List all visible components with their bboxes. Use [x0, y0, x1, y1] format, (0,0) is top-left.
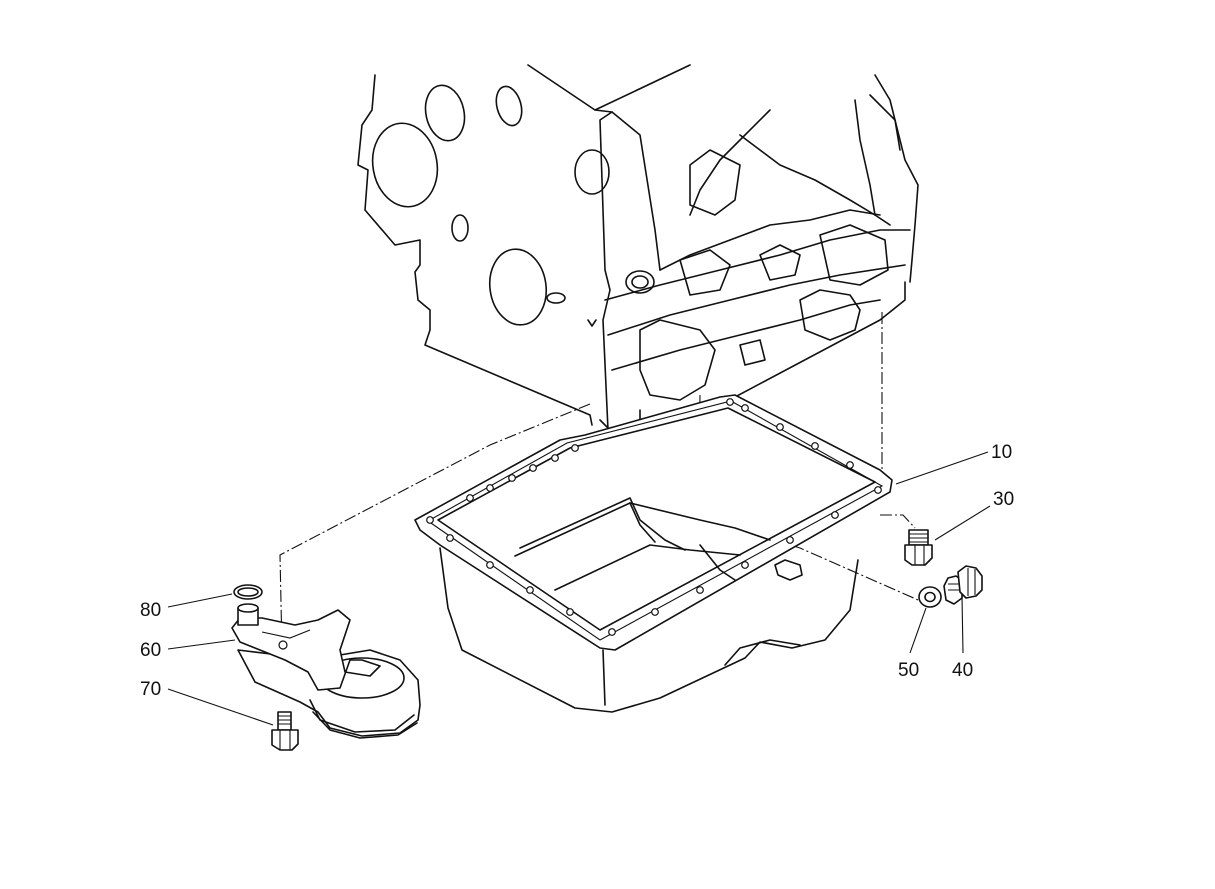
flange-holes — [426, 398, 882, 636]
leader-lines — [167, 451, 991, 726]
bolt-70 — [271, 711, 299, 751]
callout-10: 10 — [991, 442, 1012, 463]
oil-pan — [414, 394, 893, 713]
oil-strainer-60 — [231, 603, 421, 739]
washer-50 — [918, 586, 942, 608]
callout-70: 70 — [140, 679, 161, 700]
engine-block — [357, 64, 919, 456]
drain-plug-40 — [943, 565, 983, 605]
callout-80: 80 — [140, 600, 161, 621]
callout-30: 30 — [993, 489, 1014, 510]
o-ring-80 — [233, 584, 263, 600]
callout-60: 60 — [140, 640, 161, 661]
bolt-30 — [904, 529, 933, 566]
callout-50: 50 — [898, 660, 919, 681]
callouts: 10 30 40 50 60 70 80 — [140, 442, 1014, 700]
callout-40: 40 — [952, 660, 973, 681]
